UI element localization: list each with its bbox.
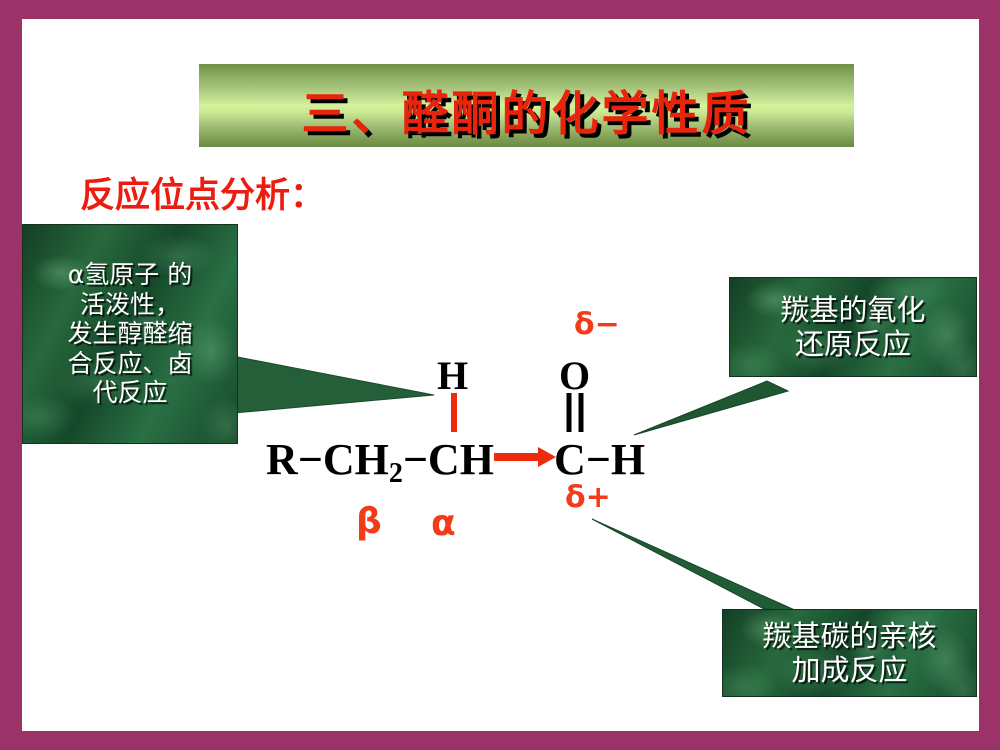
title-banner: 三、醛酮的化学性质: [199, 64, 854, 147]
callout-nucleophilic-addition: 羰基碳的亲核 加成反应: [722, 609, 977, 697]
callout-carbonyl-redox-label: 羰基的氧化 还原反应: [780, 292, 926, 361]
formula-subscript-2: 2: [388, 458, 403, 489]
reaction-arrow-head: [538, 447, 556, 467]
label-delta-positive: δ+: [565, 480, 611, 515]
formula-chain: R−CH2−CH: [266, 435, 494, 489]
chemical-structure: R−CH2−CH C−H H O δ− δ+ β α: [22, 19, 1000, 750]
atom-hydrogen-top: H: [437, 353, 469, 398]
label-beta-carbon: β: [356, 501, 382, 542]
formula-carbonyl: C−H: [554, 435, 646, 484]
slide-canvas: 三、醛酮的化学性质 反应位点分析： α氢原子 的 活泼性， 发生醇醛缩 合反应、…: [22, 19, 979, 731]
label-delta-negative: δ−: [574, 307, 620, 342]
structure-bonds: [451, 393, 584, 467]
label-alpha-carbon: α: [431, 503, 456, 544]
atom-oxygen-top: O: [559, 353, 591, 398]
page-title: 三、醛酮的化学性质: [301, 87, 752, 142]
callout-carbonyl-redox: 羰基的氧化 还原反应: [729, 277, 977, 377]
callout-nucleophilic-addition-label: 羰基碳的亲核 加成反应: [762, 618, 937, 687]
subtitle-reaction-site-analysis: 反应位点分析：: [80, 176, 326, 216]
callout-alpha-hydrogen: α氢原子 的 活泼性， 发生醇醛缩 合反应、卤 代反应: [22, 224, 238, 444]
callout-alpha-hydrogen-label: α氢原子 的 活泼性， 发生醇醛缩 合反应、卤 代反应: [67, 260, 193, 408]
